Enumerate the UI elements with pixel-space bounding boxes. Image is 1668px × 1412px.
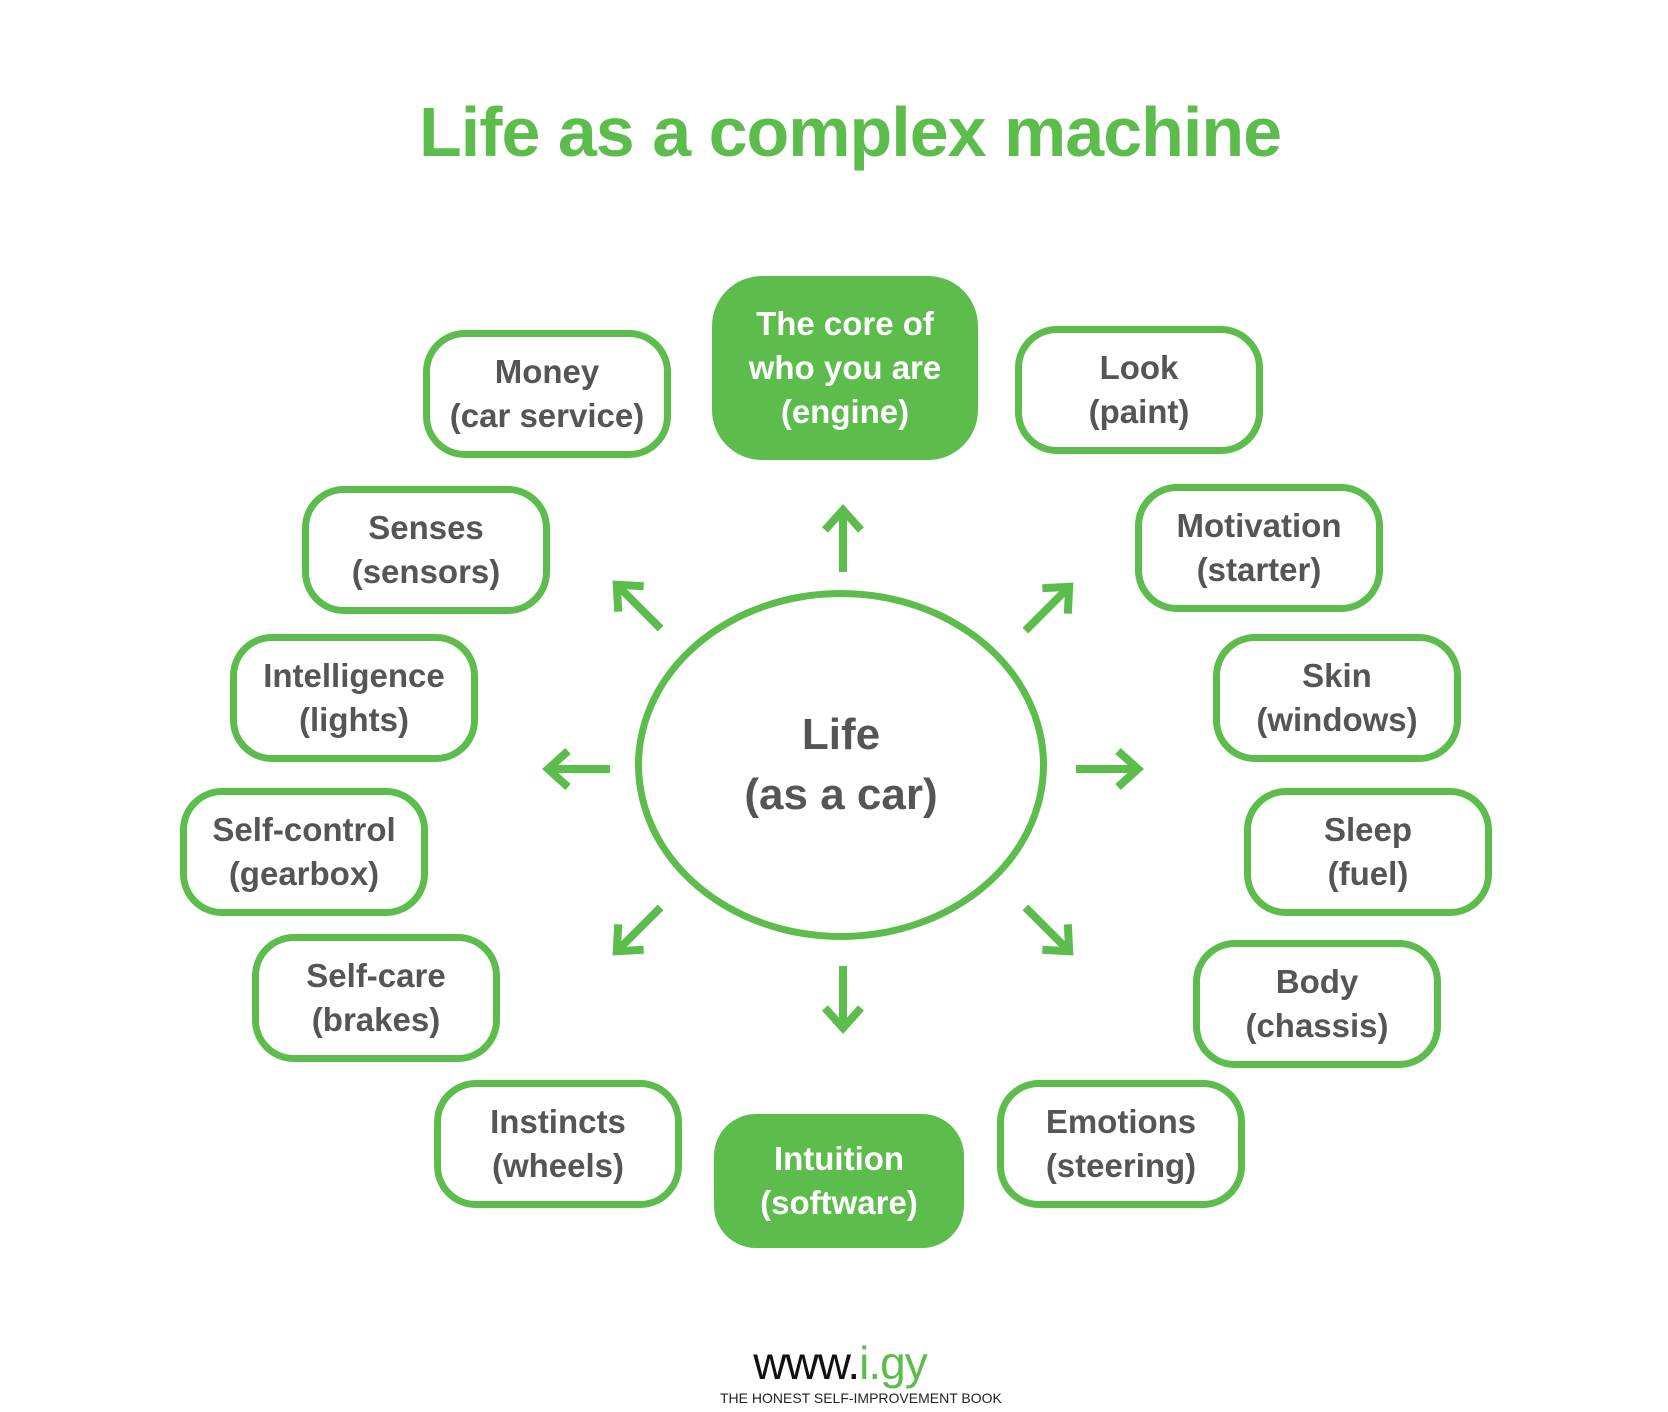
node-instincts-sublabel: (wheels) — [491, 1147, 625, 1184]
node-sleep: Sleep (fuel) — [1244, 788, 1492, 916]
center-line1: Life — [801, 710, 881, 759]
node-look-sublabel: (paint) — [1088, 393, 1190, 430]
node-skin-label: Skin — [1302, 657, 1372, 694]
node-motivation: Motivation (starter) — [1135, 484, 1383, 612]
brand-tagline: THE HONEST SELF-IMPROVEMENT BOOK — [720, 1390, 1002, 1406]
node-selfcare: Self-care (brakes) — [252, 934, 500, 1062]
arrow-up-left-icon — [604, 572, 673, 641]
node-selfcare-sublabel: (brakes) — [311, 1001, 441, 1038]
diagram-title: Life as a complex machine — [418, 93, 1282, 171]
node-instincts: Instincts (wheels) — [434, 1080, 682, 1208]
node-selfcontrol-label: Self-control — [212, 811, 396, 848]
node-intelligence-label: Intelligence — [263, 657, 445, 694]
node-money: Money (car service) — [423, 330, 671, 458]
center-node-life: Life (as a car) — [635, 590, 1047, 940]
arrow-right-icon — [1076, 751, 1138, 787]
node-selfcontrol-sublabel: (gearbox) — [228, 855, 380, 892]
node-money-label: Money — [494, 353, 600, 390]
node-senses: Senses (sensors) — [302, 486, 550, 614]
node-intuition: Intuition (software) — [714, 1114, 964, 1248]
node-skin-sublabel: (windows) — [1256, 701, 1418, 738]
arrow-down-icon — [825, 966, 861, 1028]
node-emotions: Emotions (steering) — [997, 1080, 1245, 1208]
arrow-down-right-icon — [1013, 895, 1082, 964]
brand-url-suffix: i.gy — [859, 1337, 928, 1389]
node-senses-sublabel: (sensors) — [351, 553, 501, 590]
node-emotions-label: Emotions — [1045, 1103, 1197, 1140]
node-look-label: Look — [1099, 349, 1179, 386]
node-core-sublabel: (engine) — [780, 393, 910, 430]
arrow-down-left-icon — [604, 895, 673, 964]
arrow-left-icon — [548, 751, 610, 787]
node-sleep-sublabel: (fuel) — [1327, 855, 1409, 892]
node-selfcare-label: Self-care — [306, 957, 446, 994]
node-money-sublabel: (car service) — [449, 397, 645, 434]
node-core-label2: who you are — [748, 349, 942, 386]
arrow-up-icon — [825, 510, 861, 572]
node-skin: Skin (windows) — [1213, 634, 1461, 762]
node-body-label: Body — [1275, 963, 1359, 1000]
arrow-up-right-icon — [1013, 574, 1082, 643]
node-look: Look (paint) — [1015, 326, 1263, 454]
node-selfcontrol: Self-control (gearbox) — [180, 788, 428, 916]
node-senses-label: Senses — [368, 509, 484, 546]
node-instincts-label: Instincts — [490, 1103, 626, 1140]
node-emotions-sublabel: (steering) — [1045, 1147, 1197, 1184]
brand-url-prefix: www. — [753, 1337, 860, 1389]
node-motivation-label: Motivation — [1176, 507, 1342, 544]
node-motivation-sublabel: (starter) — [1196, 551, 1322, 588]
center-line2: (as a car) — [744, 770, 938, 819]
node-core: The core of who you are (engine) — [712, 276, 978, 460]
node-body: Body (chassis) — [1193, 940, 1441, 1068]
brand-logo: www.i.gy THE HONEST SELF-IMPROVEMENT BOO… — [720, 1338, 1002, 1406]
node-sleep-label: Sleep — [1323, 811, 1413, 848]
node-intuition-label: Intuition — [773, 1140, 905, 1177]
node-core-label: The core of — [756, 305, 934, 342]
brand-url: www.i.gy — [720, 1338, 960, 1388]
node-body-sublabel: (chassis) — [1245, 1007, 1389, 1044]
node-intelligence-sublabel: (lights) — [299, 701, 409, 738]
node-intuition-sublabel: (software) — [760, 1184, 918, 1221]
node-intelligence: Intelligence (lights) — [230, 634, 478, 762]
